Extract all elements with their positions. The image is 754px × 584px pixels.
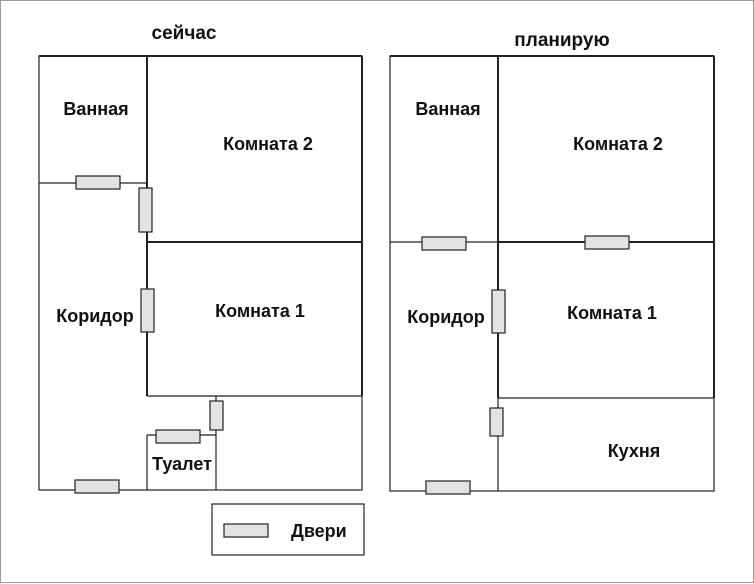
room-label-corridor-current: Коридор [56, 306, 133, 326]
room-label-bathroom-current: Ванная [63, 99, 128, 119]
door-room2-current [138, 187, 153, 233]
plan-title-planned: планирую [514, 30, 609, 51]
legend: Двери [211, 503, 365, 556]
door-entrance-current [74, 479, 120, 494]
legend-doors-label: Двери [291, 521, 347, 541]
room-label-room2-current: Комната 2 [223, 134, 313, 154]
room-label-corridor-planned: Коридор [407, 307, 484, 327]
room-label-room2-planned: Комната 2 [573, 134, 663, 154]
door-toilet-current [155, 429, 201, 444]
room-label-room1-current: Комната 1 [215, 301, 305, 321]
door-room1-planned [491, 289, 506, 334]
door-entrance-planned [425, 480, 471, 495]
door-room1-current [140, 288, 155, 333]
door-bathroom-planned [421, 236, 467, 251]
plan-planned: планирую Ванная Комната 2 Коридор Комнат… [389, 30, 715, 495]
plan-title-current: сейчас [152, 23, 217, 44]
door-bathroom-current [75, 175, 121, 190]
door-room2-planned [584, 235, 630, 250]
door-kitchen-planned [489, 407, 504, 437]
room-label-bathroom-planned: Ванная [415, 99, 480, 119]
room-label-kitchen-planned: Кухня [608, 441, 661, 461]
room-label-toilet-current: Туалет [152, 454, 212, 474]
room-label-room1-planned: Комната 1 [567, 303, 657, 323]
legend-box [211, 503, 365, 556]
legend-door-swatch [223, 523, 269, 538]
plan-current: сейчас Ванная Комната 2 Коридор Комната … [38, 23, 363, 494]
door-hall-current [209, 400, 224, 431]
outer-walls-current [38, 55, 363, 491]
outer-walls-planned [389, 55, 715, 492]
